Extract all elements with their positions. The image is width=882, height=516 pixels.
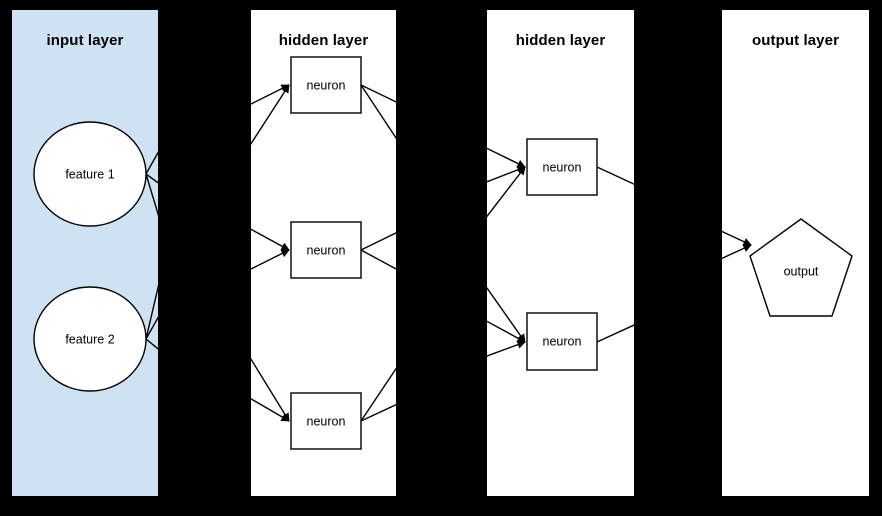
node-output[interactable]: output bbox=[749, 218, 853, 317]
node-hidden-1-neuron-3[interactable]: neuron bbox=[290, 392, 362, 450]
hidden-1-neuron-2-label: neuron bbox=[307, 243, 346, 257]
hidden-1-neuron-1-label: neuron bbox=[307, 78, 346, 92]
hidden-1-neuron-2-box[interactable] bbox=[290, 221, 362, 279]
output-label: output bbox=[784, 264, 819, 278]
layer-title-hidden-2: hidden layer bbox=[515, 32, 606, 49]
hidden-1-neuron-1-box[interactable] bbox=[290, 56, 362, 114]
hidden-2-neuron-1-box[interactable] bbox=[526, 138, 598, 196]
feature-1-label: feature 1 bbox=[65, 167, 114, 181]
node-hidden-1-neuron-2[interactable]: neuron bbox=[290, 221, 362, 279]
hidden-layer-2-graphics: neuron neuron bbox=[487, 138, 634, 371]
hidden-1-neuron-3-label: neuron bbox=[307, 414, 346, 428]
layer-panel-output[interactable]: output layer output bbox=[722, 10, 869, 496]
outgoing-edges-hidden-1 bbox=[360, 84, 396, 422]
feature-2-ellipse[interactable] bbox=[33, 286, 147, 392]
hidden-2-neuron-2-label: neuron bbox=[543, 334, 582, 348]
node-hidden-1-neuron-1[interactable]: neuron bbox=[290, 56, 362, 114]
layer-title-output: output layer bbox=[751, 32, 840, 49]
layer-title-input: input layer bbox=[46, 32, 124, 49]
output-layer-graphics: output bbox=[722, 218, 853, 317]
layer-panel-hidden-2[interactable]: hidden layer bbox=[487, 10, 634, 496]
hidden-2-neuron-2-box[interactable] bbox=[526, 312, 598, 371]
layer-panel-input[interactable]: input layer feature 1 feature 2 bbox=[12, 10, 158, 496]
hidden-2-neuron-1-label: neuron bbox=[543, 160, 582, 174]
input-layer-graphics: feature 1 feature 2 bbox=[33, 121, 158, 392]
incoming-edges-hidden-2 bbox=[487, 147, 526, 357]
incoming-edges-hidden-1 bbox=[251, 84, 290, 422]
layer-title-hidden-1: hidden layer bbox=[278, 32, 369, 49]
node-hidden-2-neuron-1[interactable]: neuron bbox=[526, 138, 598, 196]
hidden-1-neuron-3-box[interactable] bbox=[290, 392, 362, 450]
edges-from-feature-2 bbox=[145, 284, 158, 350]
incoming-edges-output bbox=[722, 230, 752, 260]
node-feature-2[interactable]: feature 2 bbox=[33, 286, 147, 392]
layer-panel-hidden-1[interactable]: hidden layer bbox=[251, 10, 396, 496]
hidden-layer-1-graphics: neuron neuron neuron bbox=[251, 56, 396, 450]
output-pentagon[interactable] bbox=[749, 218, 853, 317]
feature-2-label: feature 2 bbox=[65, 332, 114, 346]
node-hidden-2-neuron-2[interactable]: neuron bbox=[526, 312, 598, 371]
node-feature-1[interactable]: feature 1 bbox=[33, 121, 147, 227]
outgoing-edges-hidden-2 bbox=[596, 166, 634, 343]
feature-1-ellipse[interactable] bbox=[33, 121, 147, 227]
edges-from-feature-1 bbox=[145, 151, 158, 217]
